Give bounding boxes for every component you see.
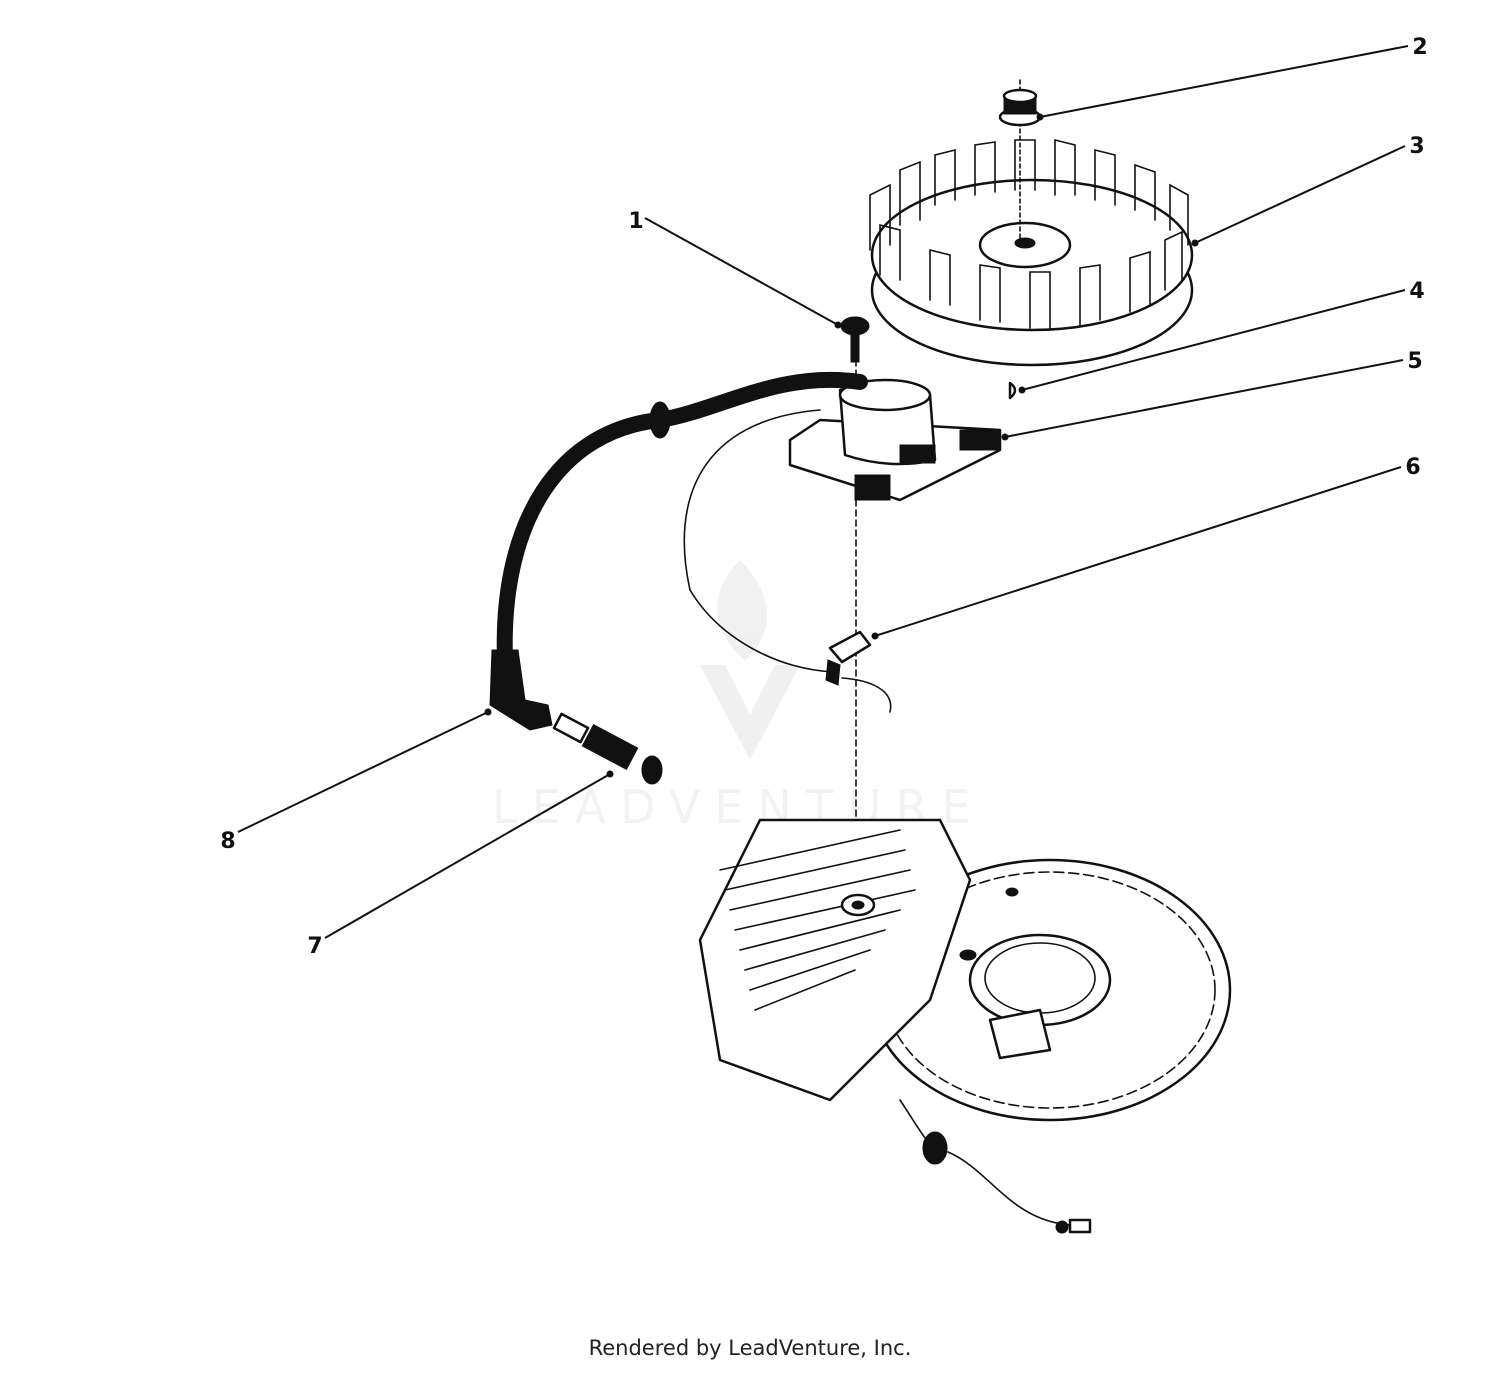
ground-clip (689, 589, 892, 713)
callout-5: 5 (1407, 349, 1422, 374)
flywheel-nut (998, 79, 1042, 241)
leader-lines (237, 45, 1409, 939)
watermark-logo: LEADVENTURE (492, 560, 971, 834)
callout-labels: 1 2 3 4 5 6 7 8 (220, 35, 1427, 959)
callout-7: 7 (307, 934, 322, 959)
flywheel-key (1008, 381, 1017, 400)
callout-4: 4 (1409, 279, 1424, 304)
callout-3: 3 (1409, 134, 1424, 159)
spark-plug-wire (489, 371, 868, 731)
spark-plug (552, 712, 663, 785)
footer-credit: Rendered by LeadVenture, Inc. (588, 1336, 912, 1360)
callout-2: 2 (1412, 35, 1427, 60)
flywheel (869, 138, 1194, 367)
engine-housing (698, 818, 1232, 1234)
callout-8: 8 (220, 829, 235, 854)
callout-6: 6 (1405, 455, 1420, 480)
callout-1: 1 (628, 209, 643, 234)
ignition-coil (683, 378, 1002, 591)
